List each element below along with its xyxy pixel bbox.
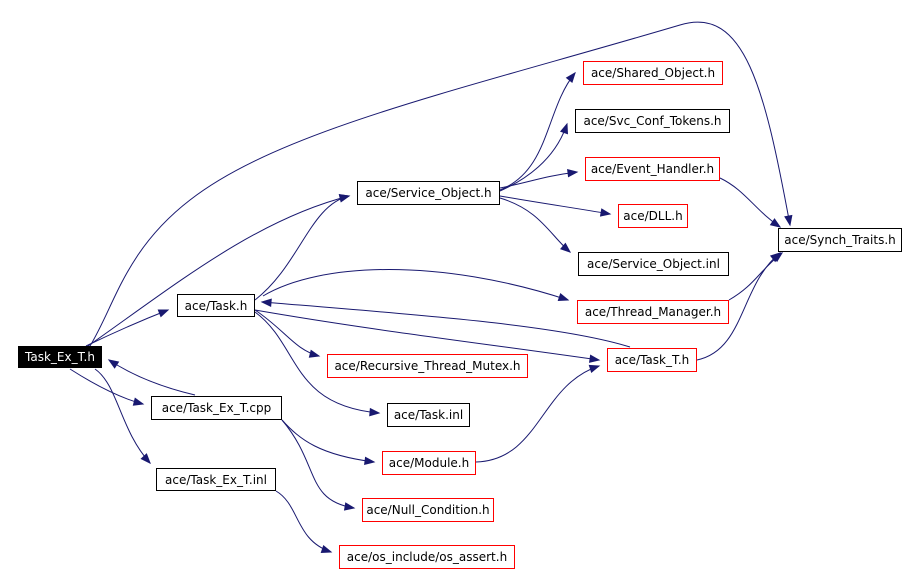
node-recursive-thread-mutex-h[interactable]: ace/Recursive_Thread_Mutex.h (327, 354, 528, 378)
edge-root-to-task-ex-t-inl-arrowhead (140, 453, 151, 465)
node-task-ex-t-cpp[interactable]: ace/Task_Ex_T.cpp (151, 396, 282, 420)
edge-task-h-to-thread-manager-h-arrowhead (557, 293, 570, 302)
edge-task-h-to-recursive-thread-mutex-h-arrowhead (308, 349, 321, 358)
edge-root-to-task-h-arrowhead (157, 309, 170, 318)
edge-event-handler-h-to-synch-traits-h-arrowhead (769, 218, 782, 228)
edge-task-ex-t-cpp-to-null-condition-h (281, 419, 355, 509)
edge-task-ex-t-cpp-to-module-h (281, 419, 375, 463)
edge-event-handler-h-to-synch-traits-h (719, 177, 781, 228)
edge-root-to-task-ex-t-cpp (69, 368, 144, 405)
edge-root-to-synch-traits-h-arrowhead (784, 214, 793, 227)
edge-service-object-h-to-dll-h (499, 195, 611, 215)
node-task-h[interactable]: ace/Task.h (177, 294, 255, 317)
node-synch-traits-h[interactable]: ace/Synch_Traits.h (778, 228, 902, 252)
edge-task-ex-t-cpp-to-null-condition-h-arrowhead (343, 502, 356, 511)
edge-task-ex-t-inl-to-os-assert-h (275, 490, 332, 553)
edge-thread-manager-h-to-synch-traits-h (728, 252, 783, 301)
edge-task-h-to-task-inl (254, 311, 380, 414)
edge-task-t-h-to-task-h (261, 301, 631, 348)
edge-task-t-h-to-task-h-arrowhead (260, 298, 272, 307)
node-task-inl[interactable]: ace/Task.inl (387, 403, 470, 427)
node-task-ex-t-inl[interactable]: ace/Task_Ex_T.inl (156, 468, 276, 491)
edge-root-to-task-ex-t-cpp-arrowhead (132, 397, 145, 406)
edge-task-h-to-task-t-h (254, 309, 600, 361)
edge-thread-manager-h-to-synch-traits-h-arrowhead (771, 252, 784, 263)
edge-task-h-to-thread-manager-h (262, 269, 569, 301)
edge-service-object-h-to-event-handler-h (499, 171, 578, 189)
edge-root-to-synch-traits-h (89, 21, 791, 347)
node-service-object-h[interactable]: ace/Service_Object.h (357, 181, 500, 205)
node-service-object-inl[interactable]: ace/Service_Object.inl (578, 252, 729, 276)
edge-service-object-h-to-svc-conf-tokens-h-arrowhead (559, 122, 569, 135)
edge-task-h-to-service-object-h-arrowhead (338, 194, 351, 203)
edge-service-object-h-to-dll-h-arrowhead (599, 208, 612, 217)
edge-task-ex-t-cpp-to-root (108, 359, 196, 396)
edge-service-object-h-to-svc-conf-tokens-h (499, 123, 568, 192)
node-task-ex-t-h[interactable]: Task_Ex_T.h (18, 346, 102, 368)
edge-task-ex-t-inl-to-os-assert-h-arrowhead (320, 544, 333, 554)
edge-module-h-to-task-t-h-arrowhead (588, 364, 601, 373)
node-shared-object-h[interactable]: ace/Shared_Object.h (583, 61, 723, 85)
edge-task-h-to-task-inl-arrowhead (369, 407, 381, 417)
edge-service-object-h-to-shared-object-h (499, 72, 576, 191)
node-module-h[interactable]: ace/Module.h (382, 451, 476, 475)
node-task-t-h[interactable]: ace/Task_T.h (607, 348, 697, 372)
node-thread-manager-h[interactable]: ace/Thread_Manager.h (577, 300, 729, 324)
edge-task-ex-t-cpp-to-root-arrowhead (107, 359, 120, 369)
edge-task-ex-t-cpp-to-module-h-arrowhead (364, 456, 376, 465)
edge-root-to-task-h (85, 309, 169, 347)
edge-root-to-service-object-h (87, 195, 350, 347)
node-dll-h[interactable]: ace/DLL.h (618, 204, 688, 228)
node-null-condition-h[interactable]: ace/Null_Condition.h (362, 498, 494, 522)
node-os-assert-h[interactable]: ace/os_include/os_assert.h (339, 545, 515, 569)
edge-service-object-h-to-service-object-inl-arrowhead (560, 242, 572, 253)
edge-task-h-to-recursive-thread-mutex-h (254, 309, 320, 357)
edge-task-h-to-task-t-h-arrowhead (588, 354, 601, 363)
edge-service-object-h-to-event-handler-h-arrowhead (567, 168, 579, 178)
edge-root-to-task-ex-t-inl (94, 368, 151, 464)
edge-service-object-h-to-shared-object-h-arrowhead (565, 71, 576, 84)
edge-module-h-to-task-t-h (475, 365, 600, 463)
edge-task-h-to-service-object-h (254, 195, 350, 301)
node-svc-conf-tokens-h[interactable]: ace/Svc_Conf_Tokens.h (575, 109, 730, 133)
edges (69, 21, 793, 554)
node-event-handler-h[interactable]: ace/Event_Handler.h (585, 157, 720, 181)
